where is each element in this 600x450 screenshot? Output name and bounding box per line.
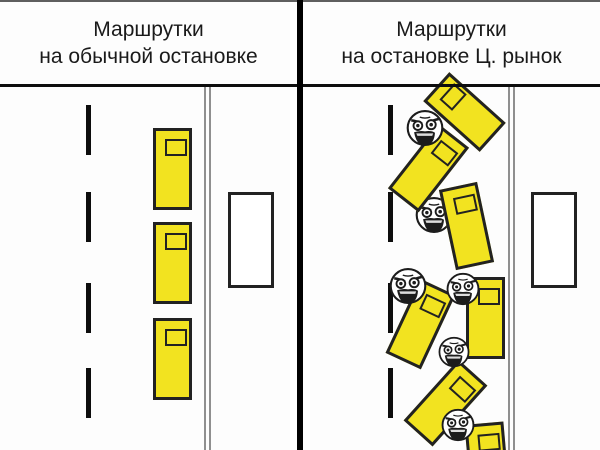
bus-stop-marker xyxy=(228,192,274,288)
bus-window xyxy=(164,233,187,250)
minibus xyxy=(438,181,494,271)
left-panel-title: Маршрутки на обычной остановке xyxy=(0,16,297,70)
lane-dash xyxy=(86,192,91,242)
right-title-line2: на остановке Ц. рынок xyxy=(341,45,562,68)
rage-face-icon xyxy=(446,272,480,306)
lane-dash xyxy=(86,368,91,418)
lane-dash xyxy=(388,192,393,242)
left-title-line2: на обычной остановке xyxy=(39,45,258,68)
bus-window xyxy=(164,139,187,156)
lane-dash xyxy=(388,368,393,418)
bus-window xyxy=(164,329,187,346)
minibus xyxy=(152,222,192,304)
rage-face-icon xyxy=(441,408,475,442)
rage-face-icon xyxy=(438,336,470,368)
left-title-line1: Маршрутки xyxy=(93,18,204,41)
bus-window xyxy=(477,288,500,305)
lane-dash xyxy=(388,283,393,333)
right-title-line1: Маршрутки xyxy=(396,18,507,41)
bus-window xyxy=(476,432,501,450)
curb-double-line xyxy=(204,84,211,450)
rage-face-icon xyxy=(406,109,444,147)
bus-window xyxy=(438,83,467,111)
lane-dash xyxy=(388,105,393,155)
bus-window xyxy=(448,375,476,404)
curb-double-line xyxy=(508,84,515,450)
bus-window xyxy=(452,193,478,215)
panel-divider xyxy=(297,0,303,450)
lane-dash xyxy=(86,283,91,333)
minibus xyxy=(152,318,192,400)
right-panel-title: Маршрутки на остановке Ц. рынок xyxy=(303,16,600,70)
bus-stop-marker xyxy=(531,192,577,288)
rage-face-icon xyxy=(389,267,427,305)
lane-dash xyxy=(86,105,91,155)
rage-face-icon xyxy=(415,196,453,234)
minibus xyxy=(152,128,192,210)
